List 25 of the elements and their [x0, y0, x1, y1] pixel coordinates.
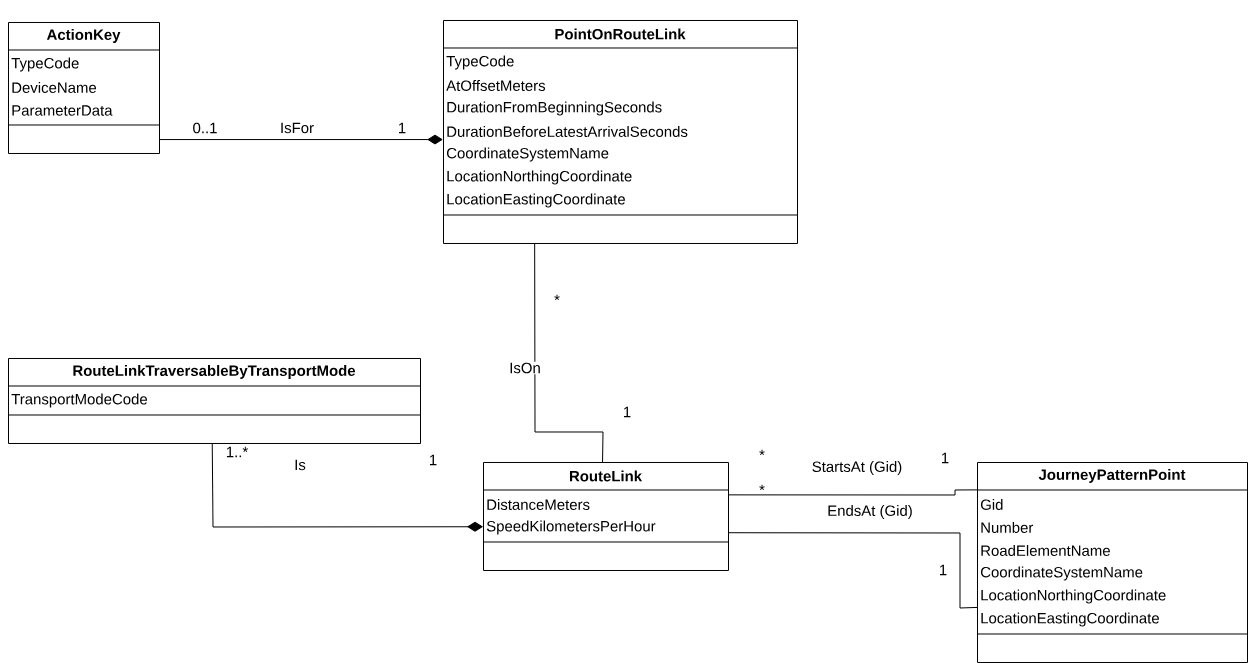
- edge-label: IsFor: [279, 121, 316, 135]
- connector-line: [728, 532, 978, 609]
- class-box: RouteLink DistanceMeters SpeedKilometersPerHour: [482, 462, 729, 571]
- multiplicity-label: *: [759, 484, 765, 491]
- multiplicity-label: *: [759, 449, 765, 456]
- multiplicity-label: 1..*: [226, 446, 248, 458]
- connector-line: [211, 443, 483, 532]
- multiplicity-label: 0..1: [193, 122, 217, 134]
- multiplicity-label: 1: [430, 454, 437, 466]
- class-box: JourneyPatternPoint Gid Number RoadElementName CoordinateSystemName LocationNorthingCoordinate LocationEastingCoordinate: [976, 462, 1248, 663]
- multiplicity-label: 1: [940, 564, 947, 576]
- multiplicity-label: 1: [399, 122, 406, 134]
- multiplicity-label: *: [554, 294, 560, 301]
- edge-label: Is: [293, 458, 307, 472]
- edge-label: StartsAt (Gid): [810, 460, 904, 476]
- class-box: ActionKey TypeCode DeviceName ParameterData: [7, 22, 160, 154]
- class-box: RouteLinkTraversableByTransportMode TransportModeCode: [7, 358, 421, 444]
- edge-label: IsOn: [508, 361, 542, 375]
- connector-line: [159, 134, 443, 145]
- multiplicity-label: 1: [624, 406, 631, 418]
- class-box: PointOnRouteLink TypeCode AtOffsetMeters DurationFromBeginningSeconds DurationBeforeLatestArrivalSeconds CoordinateSystemName LocationNorthingCoordinate LocationEastingCoordinate: [442, 20, 798, 244]
- connector-line: [728, 489, 978, 496]
- multiplicity-label: 1: [942, 452, 949, 464]
- connector-line: [534, 243, 604, 463]
- edge-label: EndsAt (Gid): [826, 504, 914, 520]
